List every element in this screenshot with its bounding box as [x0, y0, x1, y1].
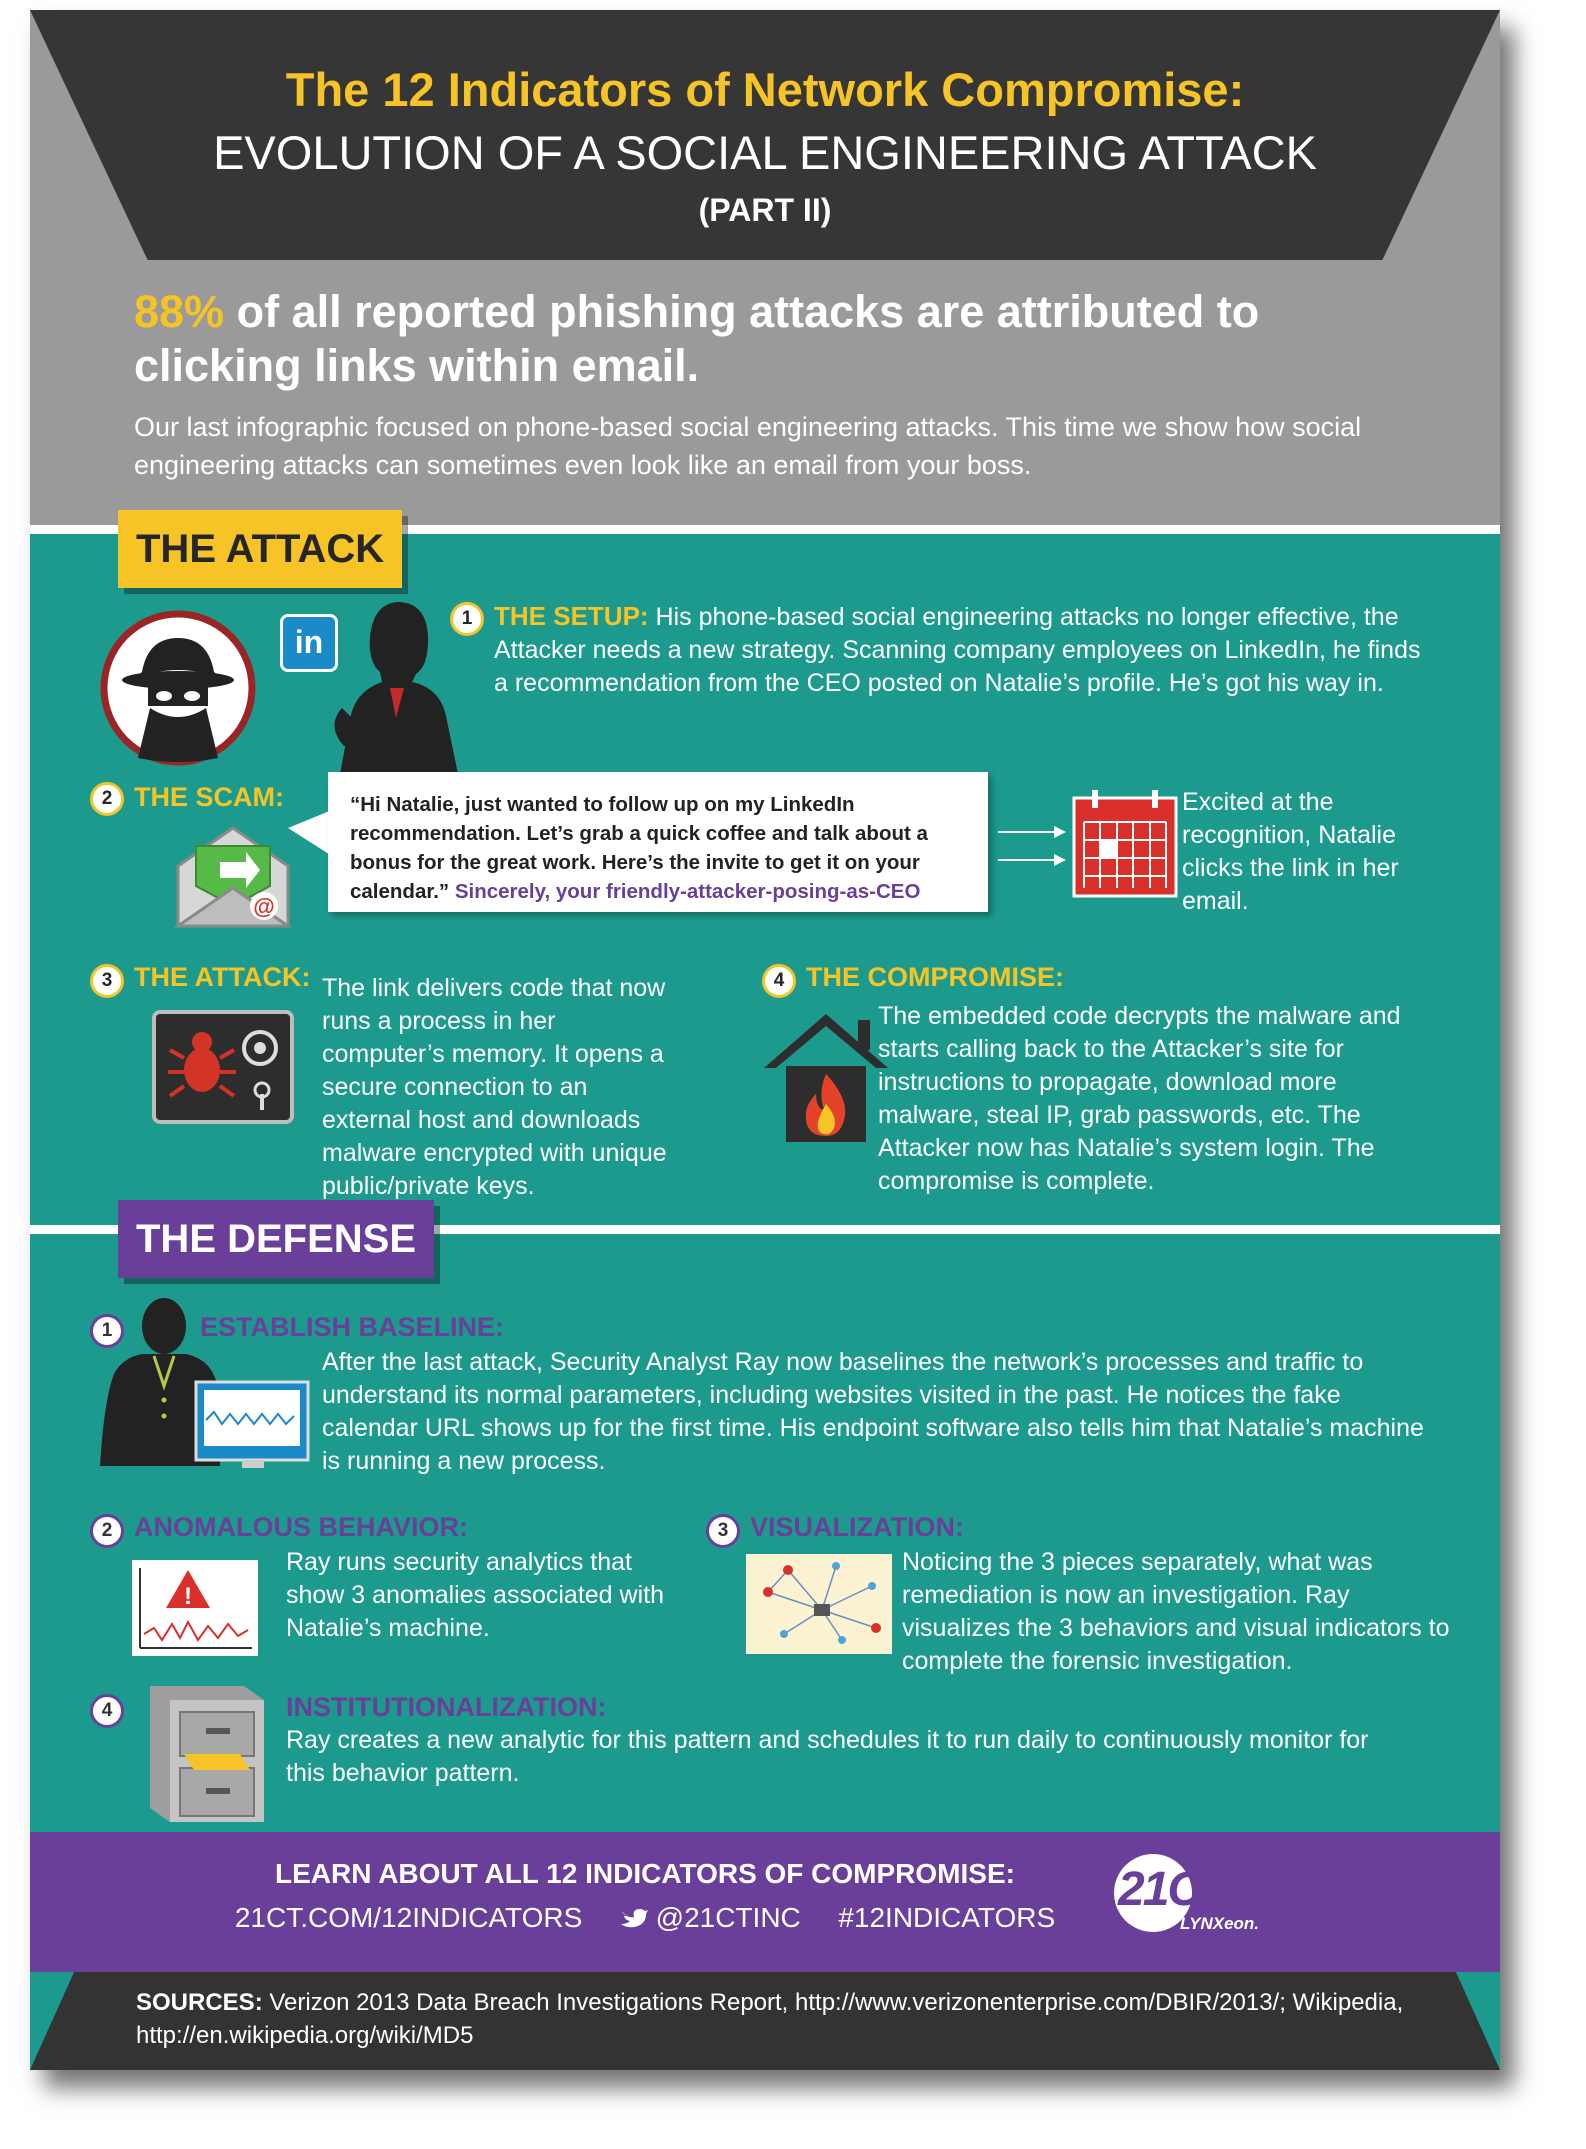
- setup-heading: THE SETUP:: [494, 601, 649, 631]
- step-number: 1: [90, 1314, 124, 1348]
- sources-text-block: SOURCES: Verizon 2013 Data Breach Invest…: [136, 1986, 1436, 2052]
- institutionalization-heading: INSTITUTIONALIZATION:: [286, 1692, 607, 1722]
- linkedin-icon: in: [280, 614, 338, 672]
- visualization-heading: VISUALIZATION:: [750, 1512, 964, 1542]
- step-number: 1: [450, 602, 484, 636]
- divider: [30, 1225, 1500, 1234]
- scam-result: Excited at the recognition, Natalie clic…: [1182, 788, 1399, 915]
- step-number: 3: [90, 964, 124, 998]
- footer-hashtag-link[interactable]: #12INDICATORS: [838, 1902, 1056, 1933]
- email-quote: “Hi Natalie, just wanted to follow up on…: [350, 793, 928, 903]
- subtitle: EVOLUTION OF A SOCIAL ENGINEERING ATTACK: [213, 126, 1317, 179]
- infographic-sheet: The 12 Indicators of Network Compromise:…: [30, 10, 1500, 2070]
- woman-silhouette-icon: [334, 602, 458, 774]
- stat-headline: 88% of all reported phishing attacks are…: [134, 285, 1434, 393]
- attacker-icon: [100, 610, 256, 766]
- title-banner: [30, 10, 1500, 260]
- visualization-text: Noticing the 3 pieces separately, what w…: [902, 1548, 1450, 1675]
- email-signature: Sincerely, your friendly-attacker-posing…: [454, 880, 921, 903]
- twitter-bird-icon: [620, 1909, 648, 1928]
- defense-section-label: THE DEFENSE: [118, 1200, 435, 1278]
- sources-bar: SOURCES: Verizon 2013 Data Breach Invest…: [30, 1972, 1500, 2070]
- phishing-email-quote: “Hi Natalie, just wanted to follow up on…: [328, 772, 988, 912]
- step-number: 2: [90, 782, 124, 816]
- logo-circle: [1114, 1854, 1192, 1932]
- main-title: The 12 Indicators of Network Compromise:: [285, 63, 1245, 116]
- calendar-icon: [1072, 790, 1178, 898]
- safe-with-bug-icon: [152, 1010, 294, 1124]
- logo-main: 21CT: [1118, 1863, 1229, 1916]
- analyst-at-monitor-icon: [100, 1298, 310, 1468]
- step-number: 4: [762, 964, 796, 998]
- attack-step-text: The link delivers code that now runs a p…: [322, 974, 667, 1200]
- attack-section-label: THE ATTACK: [118, 510, 403, 588]
- scam-heading: THE SCAM:: [134, 782, 284, 812]
- footer-twitter-link[interactable]: @21CTINC: [655, 1902, 801, 1933]
- svg-text:@: @: [253, 894, 274, 919]
- filing-cabinet-icon: [150, 1686, 264, 1822]
- envelope-icon: @: [173, 826, 293, 928]
- footer-url-link[interactable]: 21CT.COM/12INDICATORS: [234, 1902, 583, 1933]
- stat-percent: 88%: [134, 286, 225, 337]
- baseline-text: After the last attack, Security Analyst …: [322, 1348, 1424, 1475]
- anomalous-heading: ANOMALOUS BEHAVIOR:: [134, 1512, 468, 1542]
- sources-label: SOURCES:: [136, 1989, 263, 2016]
- compromise-text: The embedded code decrypts the malware a…: [878, 1002, 1401, 1195]
- logo-sub: LYNXeon.: [1180, 1914, 1260, 1933]
- svg-text:!: !: [184, 1583, 192, 1610]
- setup-text: His phone-based social engineering attac…: [494, 603, 1421, 697]
- institutionalization-text: Ray creates a new analytic for this patt…: [286, 1726, 1369, 1787]
- footer-links: 21CT.COM/12INDICATORS @21CTINC #12INDICA…: [30, 1902, 1260, 1934]
- speech-bubble-tail: [288, 810, 332, 856]
- footer-learn-text: LEARN ABOUT ALL 12 INDICATORS OF COMPROM…: [275, 1858, 1015, 1889]
- 21ct-logo: 21CT LYNXeon.: [1114, 1854, 1259, 1944]
- intro-text: Our last infographic focused on phone-ba…: [134, 412, 1362, 480]
- attack-step-heading: THE ATTACK:: [134, 962, 311, 992]
- network-graph-icon: [746, 1554, 892, 1654]
- step-number: 4: [90, 1694, 124, 1728]
- alert-chart-icon: !: [132, 1560, 258, 1656]
- sources-text: Verizon 2013 Data Breach Investigations …: [136, 1989, 1404, 2049]
- arrow-right-icon: [998, 826, 1066, 866]
- baseline-heading: ESTABLISH BASELINE:: [200, 1312, 505, 1342]
- setup-block: THE SETUP: His phone-based social engine…: [494, 600, 1424, 700]
- step-number: 3: [706, 1514, 740, 1548]
- divider: [30, 525, 1500, 534]
- compromise-heading: THE COMPROMISE:: [806, 962, 1065, 992]
- house-on-fire-icon: [764, 1014, 888, 1142]
- anomalous-text: Ray runs security analytics that show 3 …: [286, 1548, 664, 1642]
- step-number: 2: [90, 1514, 124, 1548]
- part-label: (PART II): [698, 192, 832, 228]
- footer-cta: LEARN ABOUT ALL 12 INDICATORS OF COMPROM…: [30, 1832, 1500, 1972]
- stat-text: of all reported phishing attacks are att…: [134, 286, 1260, 391]
